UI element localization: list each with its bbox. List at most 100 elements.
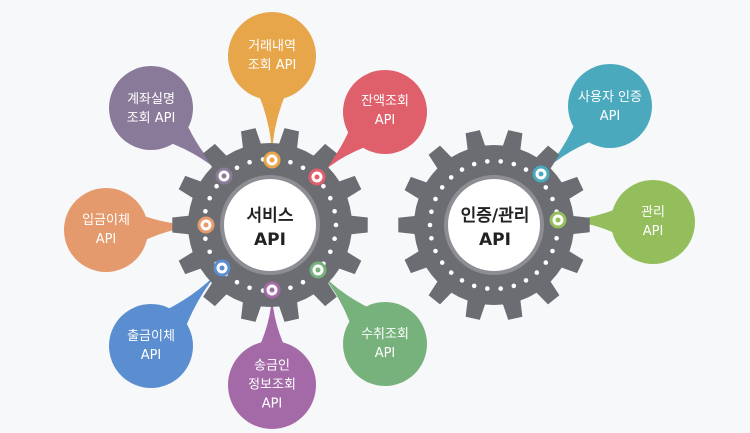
bubble-sender-info-line1: 송금인 [254, 358, 290, 374]
bubble-recipient-circle [343, 302, 427, 386]
bubble-withdraw-transfer: 출금이체 API [127, 327, 175, 365]
gear-service-hub [224, 179, 316, 271]
gear-auth-dot [485, 286, 490, 291]
bubble-user_auth-circle [568, 64, 652, 148]
bubbles [64, 12, 695, 429]
bubble-user_auth-node-center [538, 171, 544, 177]
gear-service-dot [214, 183, 219, 189]
bubble-transaction-history-line1: 거래내역 [248, 39, 296, 54]
bubble-account-name-line2: 조회 API [126, 111, 176, 126]
bubble-balance-circle [343, 70, 427, 154]
gear-auth-dot [448, 270, 454, 275]
bubble-withdraw_transfer-node-center [219, 265, 225, 271]
hub-service-line2: API [254, 230, 286, 250]
gear-auth-dot [459, 167, 465, 172]
gear-service-dot [288, 159, 293, 165]
bubble-transaction_history-node-center [269, 157, 275, 163]
bubble-balance: 잔액조회 API [361, 92, 409, 130]
bubble-transaction_history-stem [252, 80, 292, 160]
gear-auth-dot [485, 159, 490, 164]
bubble-withdraw-transfer-line2: API [140, 348, 162, 363]
bubble-sender_info-node-center [269, 287, 275, 293]
gear-auth-dot [523, 167, 529, 172]
bubble-transaction-history: 거래내역 조회 API [248, 37, 297, 75]
gear-auth-dot [448, 175, 454, 180]
hub-auth-line2: API [479, 230, 511, 250]
bubble-balance-line2: API [374, 113, 396, 128]
gear-auth-dot [471, 161, 477, 167]
gear-auth-dot [543, 260, 549, 265]
hub-service-label: 서비스 API [247, 204, 294, 252]
bubble-sender-info: 송금인 정보조회 API [248, 357, 296, 414]
hub-auth-line1: 인증/관리 [460, 206, 530, 226]
gear-service-dot [234, 279, 240, 285]
bubble-transaction-history-line2: 조회 API [247, 58, 297, 73]
gear-auth-dot [543, 185, 549, 190]
connector-nodes [197, 151, 567, 299]
gear-auth-dot [433, 196, 438, 202]
gear-service-dot [207, 195, 212, 201]
gear-service-dot [300, 165, 306, 171]
gear-auth-dot [471, 283, 477, 289]
bubble-withdraw_transfer-circle [109, 304, 193, 388]
bubble-deposit-transfer-line2: API [95, 232, 117, 247]
bubble-recipient-line2: API [374, 346, 396, 361]
bubble-account-name-line1: 계좌실명 [127, 92, 175, 107]
bubble-balance-line1: 잔액조회 [361, 94, 409, 109]
gear-auth-dot [439, 185, 445, 190]
gear-service-dot [328, 195, 333, 201]
gear-auth-dot [427, 222, 433, 228]
bubble-account_name-node-center [221, 173, 227, 179]
bubble-sender-info-line3: API [261, 396, 283, 412]
bubble-deposit-transfer: 입금이체 API [82, 211, 130, 249]
bubble-deposit_transfer-circle [64, 188, 148, 272]
gear-auth-dot [498, 286, 504, 291]
gear-auth-dot [429, 236, 434, 241]
gear-auth-dot [534, 270, 540, 275]
gear-service-dot [321, 183, 326, 189]
hub-auth-label: 인증/관리 API [461, 204, 530, 252]
gear-service-dot [288, 285, 293, 291]
bubble-user-auth-line2: API [599, 109, 621, 124]
gear-auth-dot [523, 278, 529, 283]
gear-auth-dot [439, 260, 445, 265]
bubble-manage-line2: API [642, 224, 664, 239]
gear-service-dot [247, 159, 252, 165]
hub-service-line1: 서비스 [246, 206, 294, 226]
bubble-user-auth: 사용자 인증 API [578, 88, 642, 126]
bubble-sender_info-circle [228, 341, 316, 429]
bubble-manage-node-center [555, 217, 561, 223]
gear-service-dot [234, 165, 240, 171]
bubble-manage-line1: 관리 [641, 205, 665, 220]
bubble-transaction_history-circle [228, 12, 316, 100]
gear-service-dot [332, 236, 337, 241]
gear-auth-dot [498, 159, 504, 164]
bubble-deposit_transfer-node-center [203, 222, 209, 228]
bubble-deposit_transfer-stem [128, 210, 206, 248]
gear-auth-dot [433, 248, 438, 254]
gear-service-dot [203, 236, 208, 241]
gear-service-dot [333, 222, 339, 228]
bubble-account-name: 계좌실명 조회 API [127, 90, 176, 128]
bubble-recipient-line1: 수취조회 [361, 327, 409, 342]
bubble-withdraw-transfer-line1: 출금이체 [127, 329, 175, 344]
bubble-balance-node-center [314, 174, 320, 180]
gear-service-dot [247, 285, 252, 291]
gear-auth-dot [511, 283, 517, 289]
bubble-account_name-circle [109, 66, 193, 150]
bubble-manage: 관리 API [641, 203, 665, 241]
gear-service-dot [328, 249, 333, 255]
gear-auth-dot [554, 236, 559, 241]
gear-service-dot [203, 209, 208, 214]
gear-auth-dot [550, 196, 555, 202]
gear-auth-hub [448, 179, 540, 271]
gear-auth-dot [511, 161, 517, 167]
bubble-manage-circle [611, 180, 695, 264]
gear-auth-dot [459, 278, 465, 283]
bubble-sender-info-line2: 정보조회 [248, 377, 296, 393]
gear-service-dot [332, 209, 337, 214]
bubble-recipient: 수취조회 API [361, 325, 409, 363]
bubble-user-auth-line1: 사용자 인증 [578, 90, 642, 105]
